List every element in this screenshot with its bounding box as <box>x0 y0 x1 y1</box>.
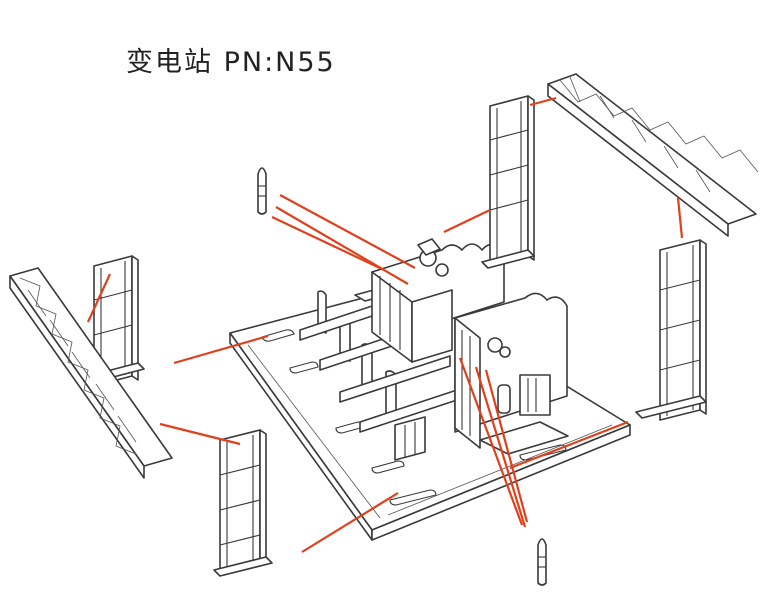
insulator-spike-bottom <box>537 538 547 586</box>
part-number: PN:N55 <box>223 47 336 78</box>
truss-beam-left <box>9 267 173 479</box>
leader-line <box>443 209 491 233</box>
substation-equipment-center <box>371 238 569 455</box>
leader-line <box>87 273 111 323</box>
leader-line <box>676 197 684 239</box>
leader-line <box>529 96 557 107</box>
leader-line <box>509 420 629 470</box>
leader-line <box>159 422 241 446</box>
tower-frame-top-center <box>481 95 535 269</box>
leader-lines <box>87 96 684 553</box>
leader-line <box>458 357 524 526</box>
leader-line <box>474 366 527 528</box>
leader-line <box>271 216 385 271</box>
leader-line <box>301 492 399 553</box>
leader-line <box>484 369 529 523</box>
insulator-spike-top <box>257 167 267 215</box>
leader-line <box>279 194 416 269</box>
diagram-title: 变电站 PN:N55 <box>126 40 336 79</box>
truss-beam-top-right <box>547 73 759 237</box>
leader-line <box>275 206 409 285</box>
tower-frame-bottom-left <box>213 429 273 577</box>
tower-frame-right <box>635 239 707 421</box>
leader-line <box>173 334 269 365</box>
title-label: 变电站 <box>126 47 213 78</box>
